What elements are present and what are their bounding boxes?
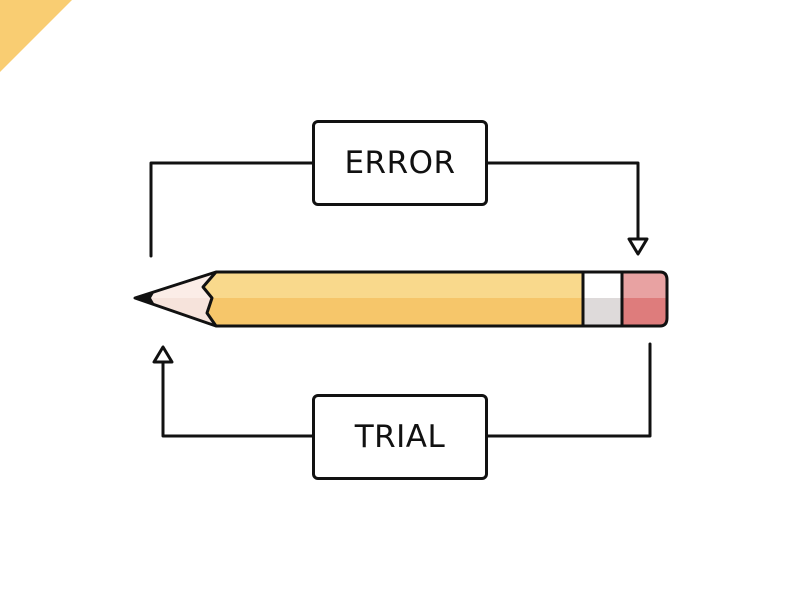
trial-connector-line: [161, 342, 652, 438]
trial-box: TRIAL: [312, 394, 488, 480]
error-connector-line: [149, 161, 640, 258]
pencil-body-bottom: [207, 298, 583, 326]
arrow-down-icon: [627, 237, 649, 256]
arrow-up-icon: [152, 345, 174, 364]
corner-accent: [0, 0, 72, 72]
pencil-icon: [133, 270, 669, 328]
pencil-outline: [133, 270, 669, 328]
error-label: ERROR: [344, 145, 456, 181]
error-box: ERROR: [312, 120, 488, 206]
pencil-body-top: [203, 272, 583, 298]
pencil-ferrule-bottom: [583, 298, 622, 326]
trial-label: TRIAL: [354, 419, 446, 455]
pencil-eraser-top: [622, 272, 667, 298]
pencil-ferrule-top: [583, 272, 622, 298]
pencil-eraser-bottom: [622, 298, 667, 326]
pencil-wood-edge: [201, 271, 218, 327]
